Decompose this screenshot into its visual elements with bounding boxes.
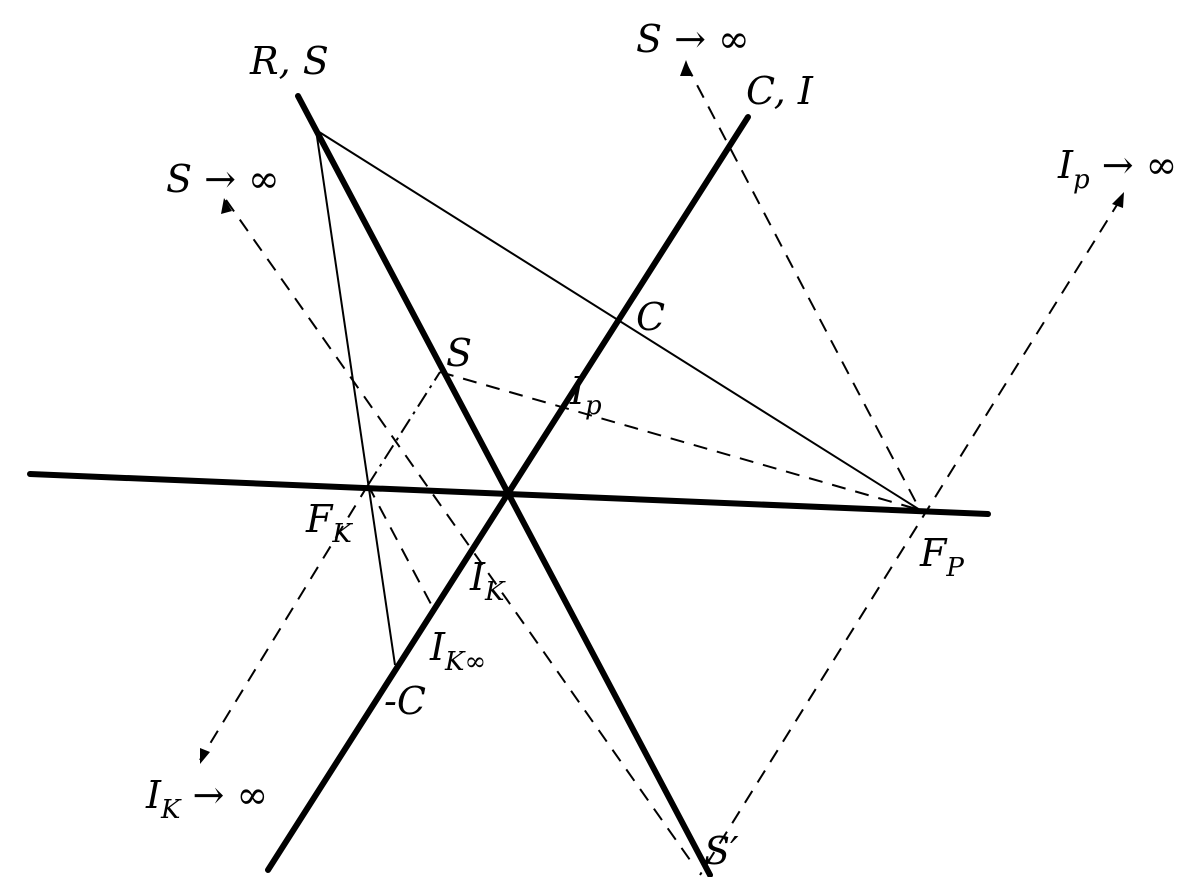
dashdot-fk-to-s bbox=[367, 371, 441, 486]
dash-s-inf-to-fp bbox=[685, 63, 921, 511]
line-rs-to-neg-c bbox=[315, 129, 396, 666]
dash-s-inf-left-to-sprime bbox=[225, 199, 691, 861]
label-s-prime: S′ bbox=[704, 829, 739, 873]
dash-ip-inf-to-sprime bbox=[699, 199, 1121, 876]
arrow-s-inf-left bbox=[221, 198, 232, 214]
label-neg-c: -C bbox=[384, 679, 426, 723]
label-rs: R, S bbox=[249, 39, 329, 83]
arrow-s-inf-top bbox=[680, 60, 692, 76]
label-ikinf: IK∞ bbox=[429, 625, 486, 677]
label-ik-inf: IK → ∞ bbox=[145, 773, 268, 825]
label-ip: Ip bbox=[569, 369, 602, 421]
line-rs-to-fp bbox=[315, 129, 921, 511]
label-ik: IK bbox=[469, 555, 506, 607]
label-s: S bbox=[446, 331, 472, 375]
label-c: C bbox=[636, 295, 665, 339]
rs-axis bbox=[295, 93, 713, 877]
label-fp: FP bbox=[919, 531, 964, 583]
label-s-inf-left: S → ∞ bbox=[166, 157, 280, 201]
label-ip-inf: Ip → ∞ bbox=[1057, 143, 1177, 195]
dash-fk-to-ik-inf bbox=[199, 484, 369, 761]
label-s-inf-top: S → ∞ bbox=[636, 17, 750, 61]
arrow-ip-inf bbox=[1112, 192, 1124, 208]
arrow-ik-inf bbox=[200, 748, 210, 764]
label-ci: C, I bbox=[746, 69, 814, 113]
dash-s-to-fp bbox=[439, 371, 921, 511]
ci-axis bbox=[265, 114, 751, 873]
label-fk: FK bbox=[305, 497, 353, 549]
